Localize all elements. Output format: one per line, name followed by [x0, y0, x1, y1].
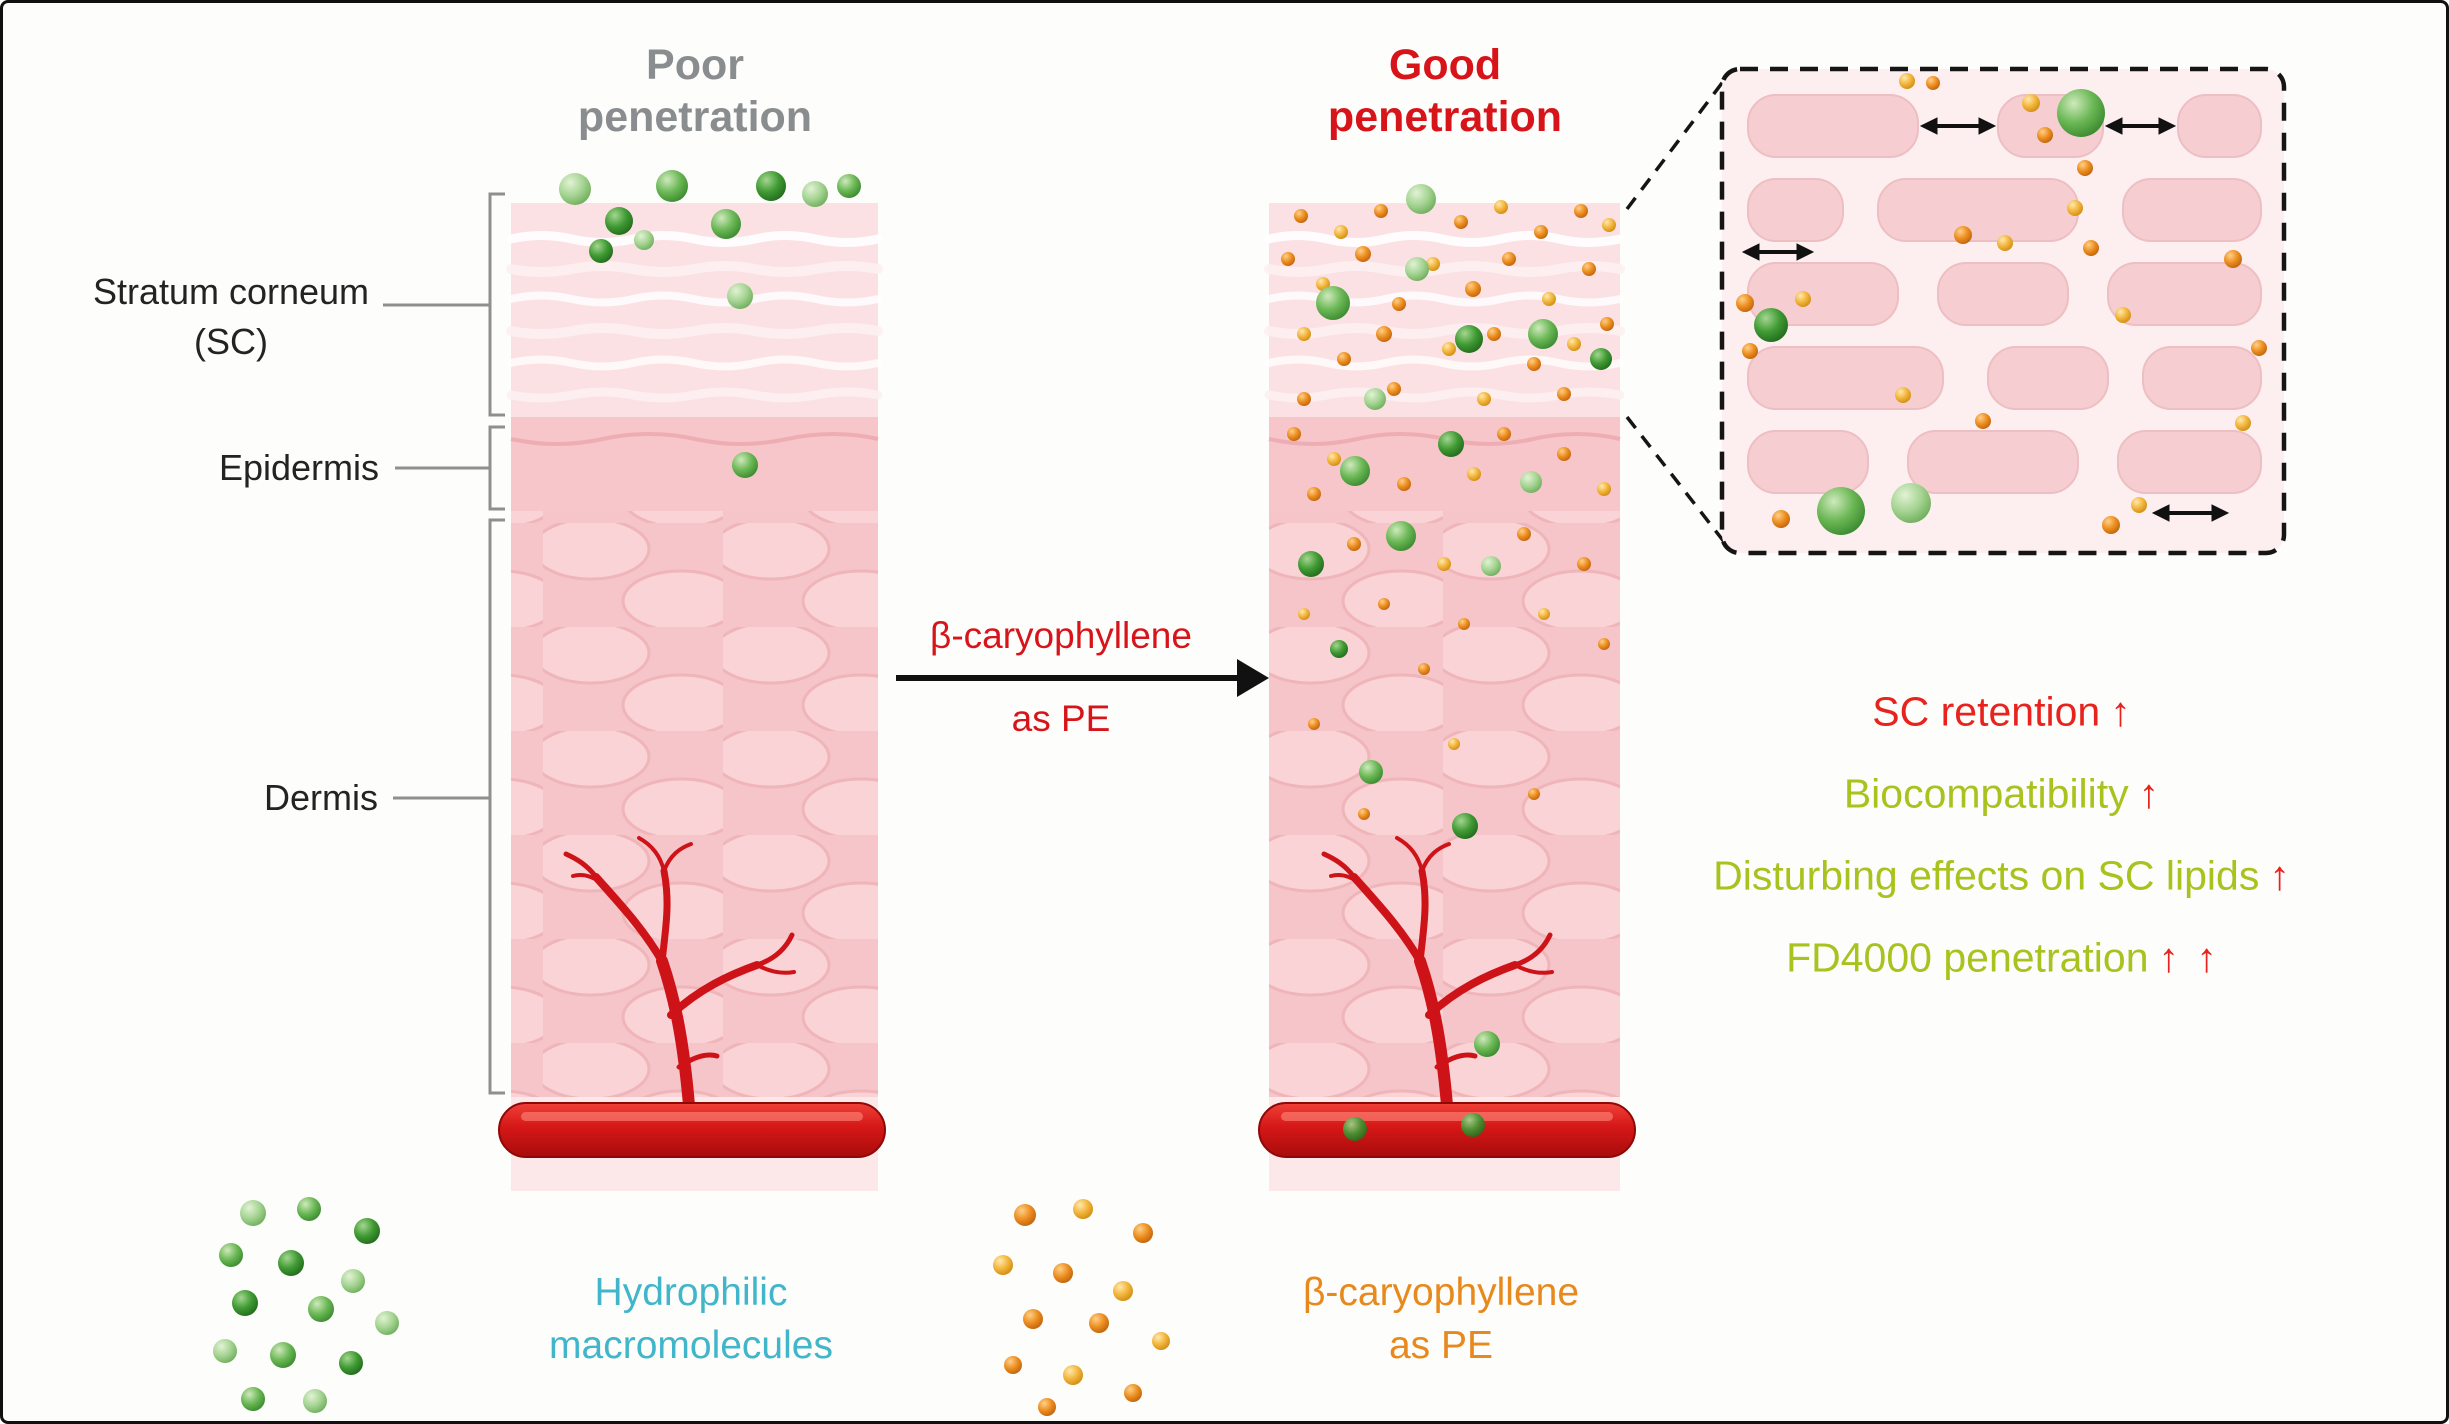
- enhancer-legend-label: β-caryophyllene as PE: [1303, 1267, 1579, 1372]
- sc-lamellae-texture-left: [506, 231, 883, 403]
- good-title-line1: Good: [1388, 41, 1502, 89]
- lateral-diffusion-arrows: [1741, 117, 2230, 522]
- effect-biocompatibility-label: Biocompatibility: [1843, 770, 2129, 817]
- skin-layer-brackets: [383, 192, 505, 1095]
- stratum-corneum-label-line2: (SC): [193, 321, 268, 363]
- legend-green-cluster: [213, 1197, 399, 1413]
- effect-disturbing-sc-lipids: Disturbing effects on SC lipids↑: [1713, 853, 2293, 900]
- enhancer-particles-right: [1281, 200, 1616, 820]
- enhancer-legend-line1: β-caryophyllene: [1302, 1271, 1580, 1314]
- figure-graphic: [213, 66, 2287, 1416]
- sc-zoom-inset: [1719, 66, 2287, 556]
- legend-orange-cluster: [993, 1199, 1170, 1416]
- treatment-arrow-label-line2: as PE: [1011, 698, 1111, 739]
- hydrophilic-legend-label: Hydrophilic macromolecules: [549, 1267, 833, 1372]
- good-penetration-title: Good penetration: [1328, 39, 1562, 144]
- hydrophilic-legend-line2: macromolecules: [549, 1323, 833, 1367]
- hydrophilic-legend-line1: Hydrophilic: [594, 1271, 788, 1314]
- stratum-corneum-label-line1: Stratum corneum: [92, 271, 370, 312]
- treatment-arrow-label-line1: β-caryophyllene: [930, 615, 1192, 656]
- good-title-line2: penetration: [1327, 93, 1563, 142]
- blood-vessel-tube-left: [498, 1102, 886, 1158]
- blood-vessel-tube-right: [1258, 1102, 1636, 1158]
- inset-connector-lines: [1625, 77, 1727, 545]
- effect-fd4000-penetration: FD4000 penetration↑ ↑: [1786, 935, 2220, 982]
- sc-lamellae-texture-right: [1264, 231, 1625, 403]
- up-arrow-icon: ↑: [2138, 770, 2163, 817]
- enhancer-legend-line2: as PE: [1388, 1323, 1494, 1367]
- effect-sc-retention: SC retention↑: [1872, 689, 2133, 736]
- dermis-label: Dermis: [264, 777, 378, 818]
- hydrophilic-particles-left: [559, 170, 861, 478]
- effect-biocompatibility: Biocompatibility↑: [1844, 771, 2162, 818]
- epidermis-label: Epidermis: [218, 447, 380, 488]
- poor-title-line2: penetration: [577, 93, 813, 142]
- poor-title-line1: Poor: [646, 41, 744, 89]
- inset-particles: [1736, 73, 2267, 535]
- poor-penetration-title: Poor penetration: [578, 39, 812, 144]
- up-arrow-icon: ↑ ↑: [2158, 934, 2220, 981]
- effect-fd4000-penetration-label: FD4000 penetration: [1786, 934, 2149, 981]
- up-arrow-icon: ↑: [2269, 852, 2293, 899]
- stratum-corneum-label: Stratum corneum (SC): [93, 267, 369, 368]
- skin-cross-section-left: [498, 203, 886, 1191]
- corneocyte-cells: [1747, 94, 2262, 494]
- up-arrow-icon: ↑: [2110, 688, 2134, 735]
- effect-sc-retention-label: SC retention: [1872, 688, 2101, 735]
- effect-disturbing-sc-lipids-label: Disturbing effects on SC lipids: [1713, 852, 2260, 899]
- treatment-arrow: [896, 659, 1269, 697]
- hydrophilic-particles-right: [1298, 184, 1612, 1057]
